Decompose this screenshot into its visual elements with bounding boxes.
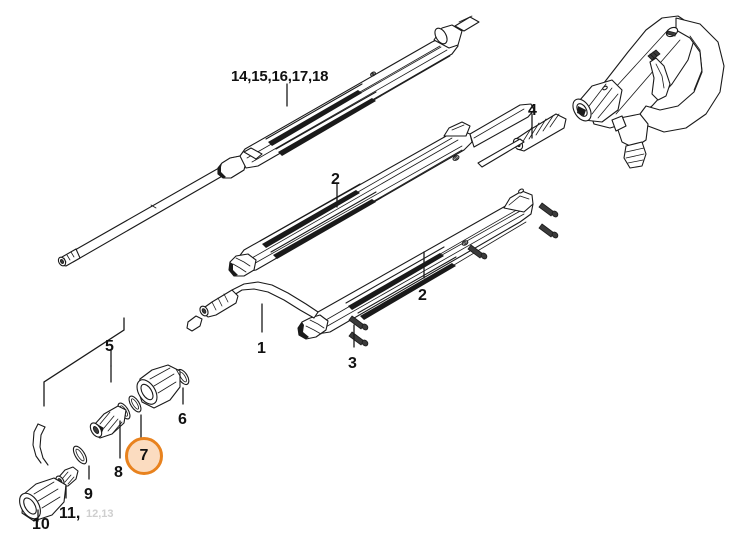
nozzle-sleeve-large: [136, 364, 181, 409]
main-lance-connector: [186, 289, 239, 332]
screws-upper-pair: [538, 202, 559, 239]
trigger-serration: [647, 49, 661, 61]
callout-part-8: 8: [114, 464, 123, 481]
callout-part-2a: 2: [331, 171, 340, 188]
callout-part-3: 3: [348, 355, 357, 372]
lance-coupling-middle: [443, 121, 471, 161]
screws-part3-pair: [348, 244, 488, 347]
callout-part-1: 1: [257, 340, 266, 357]
leader-lines: [37, 83, 533, 522]
o-ring-part9: [72, 445, 88, 465]
lance-assembly-middle: [228, 103, 567, 277]
lance-end-tab-lower: [461, 188, 534, 246]
highlight-ring-part-7[interactable]: 7: [125, 437, 163, 475]
o-ring-part7: [128, 395, 142, 413]
spray-gun-assembly: [572, 15, 725, 169]
callout-part-5: 5: [105, 338, 114, 355]
gun-inlet-port: [611, 113, 649, 169]
wire-clip-part: [32, 423, 49, 466]
highlight-label-part-7: 7: [139, 447, 149, 464]
callout-group-14-18: 14,15,16,17,18: [231, 68, 329, 85]
lance-assembly-lower: [297, 188, 559, 347]
callout-part-12-13-faint: 12,13: [86, 508, 114, 520]
main-lance-part1: [176, 281, 319, 386]
lance-assembly-top: [57, 15, 480, 267]
callout-part-4: 4: [528, 102, 537, 119]
lance-end-cap-top: [433, 15, 480, 49]
lance-head-middle: [228, 253, 257, 277]
lance-tip-fitting-top: [57, 248, 81, 267]
lance-nose-lower: [297, 314, 329, 340]
nozzle-core-ribbed: [89, 405, 127, 439]
callout-part-2b: 2: [418, 287, 427, 304]
gun-front-coupling: [572, 79, 623, 123]
exploded-nozzle-stack: [19, 364, 181, 522]
callout-part-6: 6: [178, 411, 187, 428]
callout-part-10: 10: [32, 516, 50, 533]
callout-part-9: 9: [84, 486, 93, 503]
lance-barrel-top: [239, 35, 459, 169]
callout-part-11: 11,: [59, 505, 81, 522]
